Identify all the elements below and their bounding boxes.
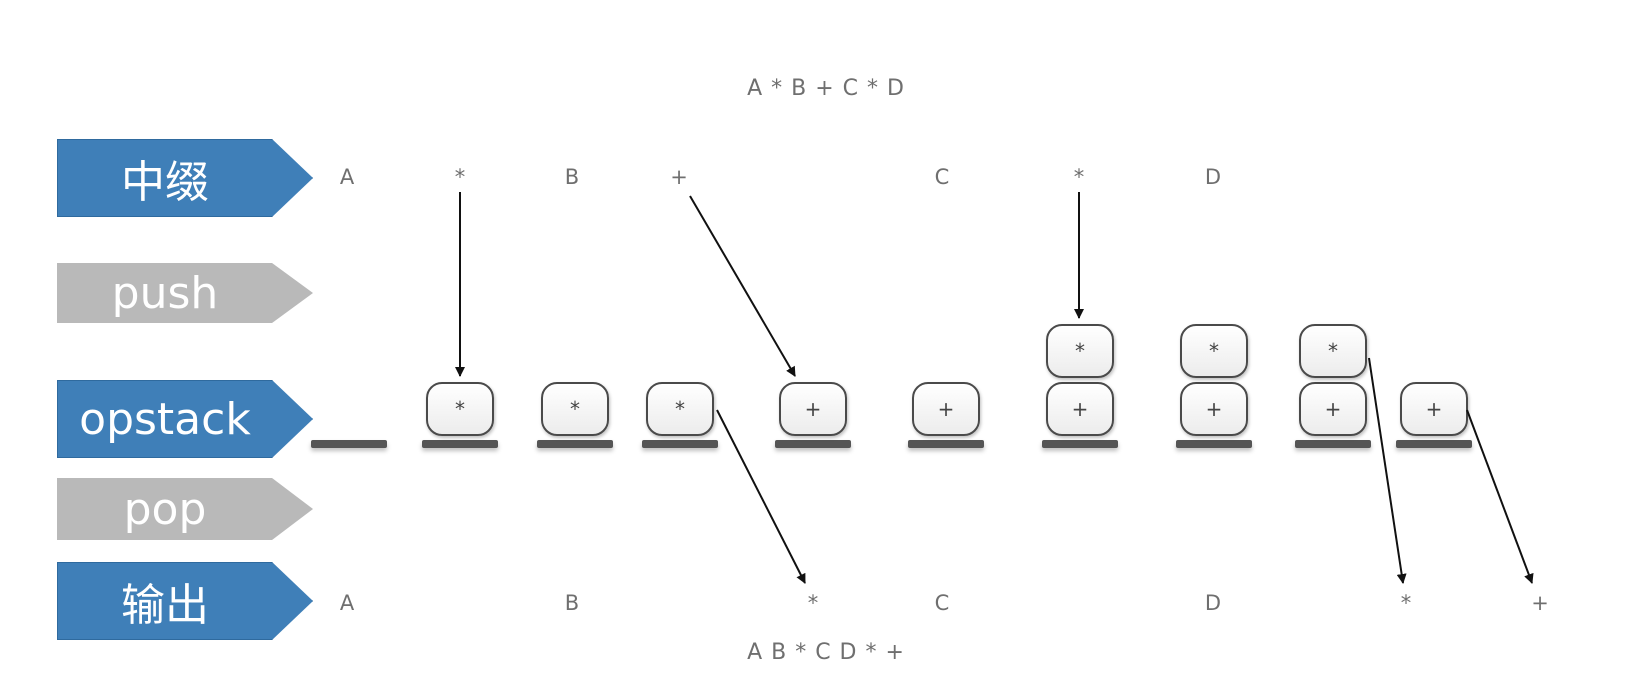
push-row-label-text: push: [111, 267, 219, 319]
pop-row-label: pop: [57, 478, 313, 540]
pop-row-label-text: pop: [123, 483, 207, 535]
stack-base: [775, 440, 851, 448]
transition-arrow: [1368, 357, 1407, 584]
stack-base: [1042, 440, 1118, 448]
infix-token: A: [339, 165, 355, 189]
output-token: *: [1400, 591, 1412, 615]
stack-base: [1396, 440, 1472, 448]
stack-item: *: [646, 382, 714, 436]
stack-item: +: [1299, 382, 1367, 436]
opstack-row-label-text: opstack: [79, 393, 251, 445]
output-row-label-text: 输出: [121, 580, 209, 631]
infix-token: *: [1073, 165, 1085, 189]
stack-item: +: [1180, 382, 1248, 436]
push-row-label: push: [57, 263, 313, 323]
stack-item: *: [426, 382, 494, 436]
stack-base: [422, 440, 498, 448]
stack-base: [311, 440, 387, 448]
stack-item: *: [541, 382, 609, 436]
output-row-label: 输出: [57, 562, 313, 640]
infix-expression: A * B + C * D: [747, 76, 905, 101]
stack-item: +: [912, 382, 980, 436]
stack-item: +: [1046, 382, 1114, 436]
infix-token: C: [934, 165, 950, 189]
stack-item: +: [779, 382, 847, 436]
stack-item: *: [1299, 324, 1367, 378]
output-token: D: [1204, 591, 1222, 615]
transition-arrow: [716, 409, 806, 584]
opstack-row-label: opstack: [57, 380, 313, 458]
infix-token: D: [1204, 165, 1222, 189]
output-token: *: [807, 591, 819, 615]
infix-token: *: [454, 165, 466, 189]
stack-item: +: [1400, 382, 1468, 436]
infix-row-label-text: 中缀: [121, 157, 209, 208]
transition-arrow: [1466, 409, 1534, 584]
stack-base: [1295, 440, 1371, 448]
infix-row-label: 中缀: [57, 139, 313, 217]
stack-base: [1176, 440, 1252, 448]
infix-token: +: [670, 165, 688, 189]
stack-item: *: [1046, 324, 1114, 378]
transition-arrow: [689, 195, 796, 377]
stack-item: *: [1180, 324, 1248, 378]
infix-token: B: [564, 165, 580, 189]
output-token: A: [339, 591, 355, 615]
postfix-expression: A B * C D * +: [747, 640, 905, 665]
stack-base: [908, 440, 984, 448]
output-token: +: [1531, 591, 1549, 615]
output-token: C: [934, 591, 950, 615]
stack-base: [537, 440, 613, 448]
output-token: B: [564, 591, 580, 615]
stack-base: [642, 440, 718, 448]
